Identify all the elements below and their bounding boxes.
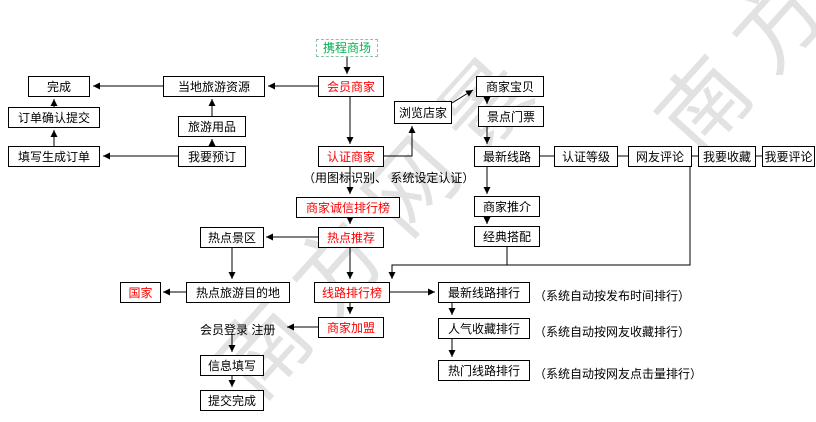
node-latest-route-rank: 最新线路排行 [438,282,530,303]
node-hot-destination: 热点旅游目的地 [186,282,290,303]
node-book-now: 我要预订 [178,146,246,167]
node-submit-done: 提交完成 [200,390,264,411]
node-want-comment: 我要评论 [762,146,815,167]
note-clicks-rank: （系统自动按网友点击量排行） [534,367,703,381]
node-member-login: 会员登录 注册 [200,323,276,337]
node-info-fill: 信息填写 [200,355,264,376]
node-confirm-order: 订单确认提交 [8,107,100,128]
node-merchant-items: 商家宝贝 [476,76,544,97]
node-travel-goods: 旅游用品 [178,116,246,137]
node-user-comments: 网友评论 [628,146,692,167]
node-cert-level: 认证等级 [554,146,618,167]
node-latest-routes: 最新线路 [474,146,540,167]
node-browse-shop: 浏览店家 [394,101,452,124]
node-local-resources: 当地旅游资源 [163,76,265,97]
node-certified-merchant: 认证商家 [318,146,384,167]
node-ctrip-mall: 携程商场 [316,39,378,57]
node-popularity-rank: 人气收藏排行 [438,318,530,339]
node-done: 完成 [28,76,90,97]
node-hot-recommend: 热点推荐 [318,227,384,248]
node-route-ranking: 线路排行榜 [314,282,390,303]
node-country: 国家 [120,282,161,303]
arrow-bus-to-routeranking [388,167,691,279]
note-cert-method: （用图标识别、 系统设定认证） [303,171,475,185]
arrow-browse-to-items [451,89,474,104]
note-publish-rank: （系统自动按发布时间排行） [534,289,691,303]
arrow-certified-to-browse [384,126,416,157]
node-merchant-promo: 商家推介 [474,196,540,217]
node-want-favorite: 我要收藏 [698,146,756,167]
node-hot-route-rank: 热门线路排行 [438,360,530,381]
note-favorite-rank: （系统自动按网友收藏排行） [534,325,691,339]
node-attraction-tickets: 景点门票 [478,106,544,127]
node-classic-combo: 经典搭配 [474,226,540,247]
node-credit-ranking: 商家诚信排行榜 [296,197,400,218]
node-member-merchant: 会员商家 [318,76,384,97]
node-fill-order: 填写生成订单 [8,146,100,167]
node-hot-scenic: 热点景区 [200,227,264,248]
node-merchant-join: 商家加盟 [318,317,384,338]
